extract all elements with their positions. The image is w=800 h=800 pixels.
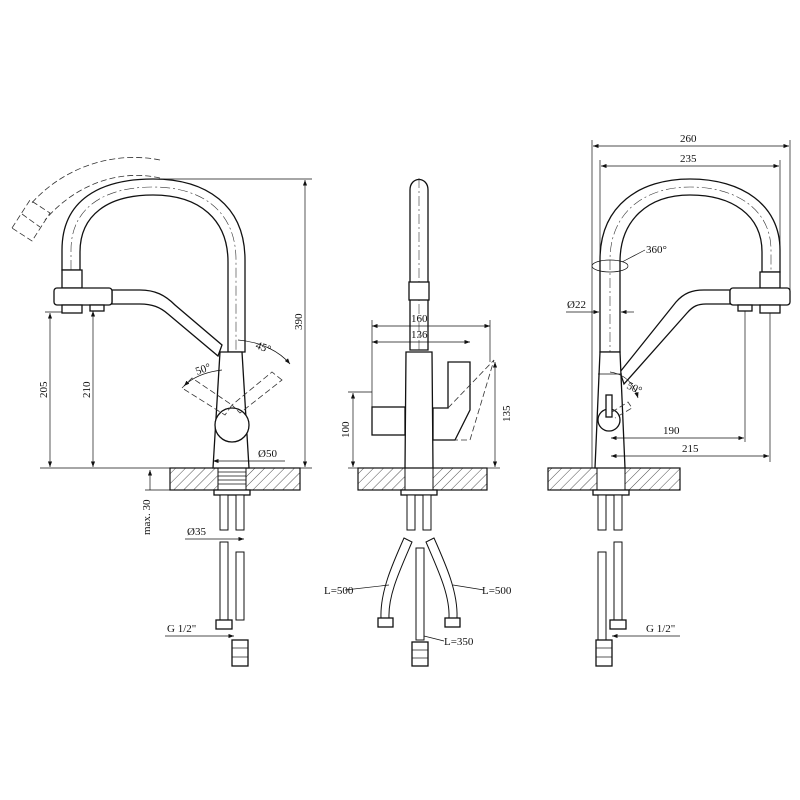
hose bbox=[219, 494, 229, 531]
mount-thread bbox=[404, 467, 434, 491]
hose bbox=[235, 494, 245, 531]
spout-head bbox=[53, 287, 113, 306]
leader-left bbox=[344, 584, 390, 591]
mount-nut bbox=[400, 489, 438, 496]
height-spout-nozzle-label: 210 bbox=[81, 381, 93, 398]
hose-nut bbox=[231, 639, 249, 667]
hose-fitting bbox=[215, 619, 233, 630]
hose-right bbox=[425, 537, 458, 619]
mount-hole-diameter-label: Ø35 bbox=[187, 526, 206, 538]
hose-left bbox=[380, 537, 413, 619]
spout-axis bbox=[609, 186, 772, 468]
lever-position-dashed bbox=[611, 401, 633, 419]
thread-label: G 1/2" bbox=[167, 623, 196, 635]
max-countertop-label: max. 30 bbox=[141, 499, 153, 535]
hose-right-label: L=500 bbox=[482, 585, 512, 597]
handle-height-label: 100 bbox=[340, 421, 352, 438]
height-total-label: 390 bbox=[293, 313, 305, 330]
spout-ring bbox=[759, 271, 781, 289]
hoses-front bbox=[377, 494, 461, 667]
lever-angle-left-label: 50° bbox=[194, 361, 213, 378]
reach-spout-label: 235 bbox=[680, 153, 697, 165]
angle-arc-50 bbox=[609, 371, 639, 399]
hose-center-label: L=350 bbox=[444, 636, 474, 648]
filter-arm bbox=[619, 289, 731, 386]
hoses-left bbox=[215, 494, 249, 667]
nozzle-filter bbox=[737, 304, 753, 312]
reach-filter-label: 190 bbox=[663, 425, 680, 437]
height-filter-spout-label: 205 bbox=[38, 381, 50, 398]
spout-head bbox=[729, 287, 791, 306]
nozzle-main bbox=[759, 304, 781, 314]
spout-ring bbox=[408, 281, 430, 301]
tube-diameter-label: Ø22 bbox=[567, 299, 586, 311]
faucet-body bbox=[404, 351, 434, 469]
spout-ring bbox=[61, 269, 83, 289]
body-diameter-label: Ø50 bbox=[258, 448, 277, 460]
right-side-view: 50° 360° 260 235 Ø22 190 215 G 1/2" bbox=[547, 133, 791, 667]
lever-position-dashed bbox=[447, 359, 495, 441]
mount-nut bbox=[592, 489, 630, 496]
spout bbox=[61, 178, 246, 353]
nozzle-filter bbox=[89, 304, 105, 312]
rotation-leader bbox=[621, 249, 646, 263]
swung-spout-head bbox=[11, 199, 51, 242]
filter-arm bbox=[111, 289, 223, 358]
angle-arc-50 bbox=[183, 369, 223, 387]
reach-filter-outer-label: 215 bbox=[682, 443, 699, 455]
right-handle bbox=[432, 361, 471, 441]
spout-axis bbox=[70, 186, 237, 468]
mount-thread bbox=[217, 467, 247, 491]
leader-right bbox=[452, 584, 485, 591]
reach-total-label: 260 bbox=[680, 133, 697, 145]
front-view: 160 136 100 135 L=500 L=500 L=350 bbox=[324, 178, 513, 667]
handle-hub bbox=[214, 407, 250, 443]
lever-height-label: 135 bbox=[501, 405, 513, 422]
width-outer-label: 160 bbox=[411, 313, 428, 325]
lever bbox=[605, 394, 613, 418]
width-inner-label: 136 bbox=[411, 329, 428, 341]
left-side-view: 45° 50° 390 205 210 Ø50 max. 30 Ø35 G 1/… bbox=[11, 157, 312, 667]
hose bbox=[219, 541, 229, 621]
mount-nut bbox=[213, 489, 251, 496]
left-handle bbox=[371, 406, 406, 436]
hoses-right bbox=[595, 494, 627, 667]
angle-arc-45 bbox=[237, 339, 291, 365]
rotation-label: 360° bbox=[646, 244, 667, 256]
hose-center bbox=[415, 547, 425, 641]
spout bbox=[599, 178, 781, 353]
thread-label: G 1/2" bbox=[646, 623, 675, 635]
leader-center bbox=[423, 635, 445, 642]
nozzle-main bbox=[61, 304, 83, 314]
mount-thread bbox=[596, 467, 626, 491]
hose-left-label: L=500 bbox=[324, 585, 354, 597]
mount-thread-lines bbox=[218, 471, 246, 485]
lever-angle-label: 50° bbox=[625, 380, 644, 397]
hose bbox=[235, 551, 245, 621]
lever-angle-right-label: 45° bbox=[254, 340, 273, 357]
swung-spout-outline bbox=[29, 157, 161, 221]
